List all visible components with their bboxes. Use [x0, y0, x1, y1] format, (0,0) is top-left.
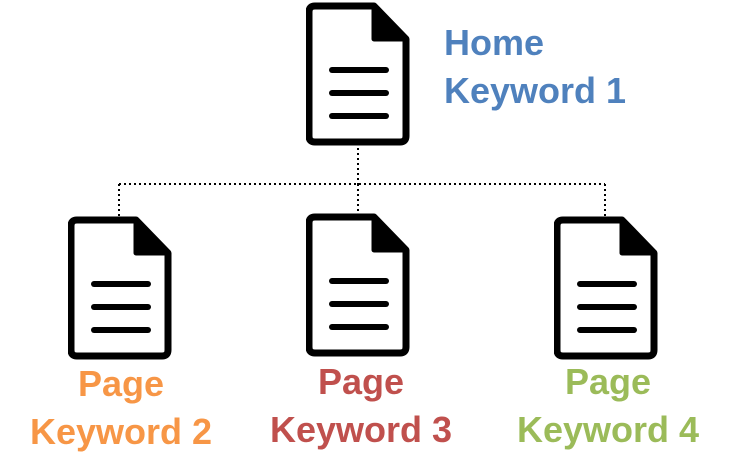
home-label: Home Keyword 1: [444, 19, 626, 115]
page-3-label-title: Page: [317, 361, 405, 402]
page-2-label-keyword: Keyword 2: [29, 411, 213, 452]
home-label-keyword: Keyword 1: [444, 70, 627, 111]
page-4-document-icon: [554, 216, 658, 360]
page-4-label-title: Page: [564, 361, 652, 402]
page-3-document-icon: [306, 213, 410, 357]
page-3-label-keyword: Keyword 3: [269, 409, 453, 450]
page-2-label: Page Keyword 2: [1, 360, 241, 456]
page-4-label-keyword: Keyword 4: [516, 409, 700, 450]
page-4-label: Page Keyword 4: [488, 358, 728, 454]
home-label-title: Home: [444, 22, 545, 63]
page-2-document-icon: [68, 216, 172, 360]
page-3-label: Page Keyword 3: [241, 358, 481, 454]
page-2-label-title: Page: [77, 363, 165, 404]
home-document-icon: [306, 2, 410, 146]
